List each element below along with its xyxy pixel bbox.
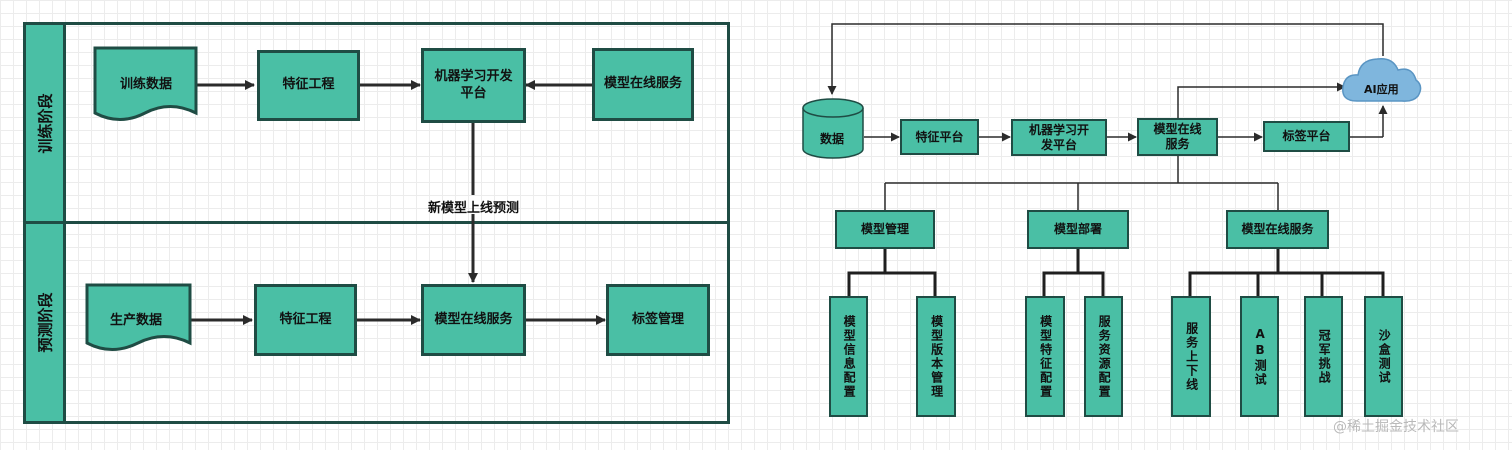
leaf-model-info-config: 模型信息配置 — [829, 296, 868, 417]
arrow-ai-to-data — [827, 23, 1384, 95]
watermark: @稀土掘金技术社区 — [1333, 419, 1459, 435]
train-feature-engineering: 特征工程 — [257, 50, 360, 121]
leaf-service-resource-config: 服务资源配置 — [1084, 296, 1123, 417]
leaf-service-up-down: 服务上下线 — [1171, 296, 1211, 417]
ml-dev-platform-right: 机器学习开 发平台 — [1011, 119, 1107, 156]
leaf-sandbox-test: 沙盒测试 — [1364, 296, 1403, 417]
leaf-model-feature-config: 模型特征配置 — [1025, 296, 1065, 417]
model-deployment: 模型部署 — [1027, 210, 1129, 249]
ai-app-label: AI应用 — [1364, 83, 1399, 96]
online-service-right: 模型在线 服务 — [1137, 118, 1218, 156]
train-online-service: 模型在线服务 — [592, 48, 694, 121]
data-label: 数据 — [820, 132, 845, 146]
label-management: 标签管理 — [606, 284, 710, 356]
model-online-service: 模型在线服务 — [1226, 210, 1329, 249]
label-platform: 标签平台 — [1263, 121, 1350, 152]
leaf-ab-test: AB测试 — [1240, 296, 1279, 417]
ai-cloud-shape — [1342, 57, 1422, 102]
model-management: 模型管理 — [835, 210, 935, 249]
leaf-champion-challenge: 冠军挑战 — [1304, 296, 1343, 417]
predict-online-service: 模型在线服务 — [421, 284, 526, 356]
train-data-label: 训练数据 — [120, 77, 173, 92]
train-data-shape — [93, 46, 198, 121]
prod-data-label: 生产数据 — [110, 313, 163, 328]
edge-label-new-model: 新模型上线预测 — [428, 201, 520, 216]
predict-feature-engineering: 特征工程 — [254, 284, 357, 356]
feature-platform: 特征平台 — [900, 119, 979, 155]
prod-data-shape — [85, 283, 192, 351]
lane-predict — [63, 221, 730, 424]
arrow-online-to-ai — [1177, 82, 1346, 118]
leaf-model-version-mgmt: 模型版本管理 — [916, 296, 956, 417]
ml-dev-platform: 机器学习开发 平台 — [421, 48, 526, 123]
data-cylinder — [802, 98, 864, 159]
